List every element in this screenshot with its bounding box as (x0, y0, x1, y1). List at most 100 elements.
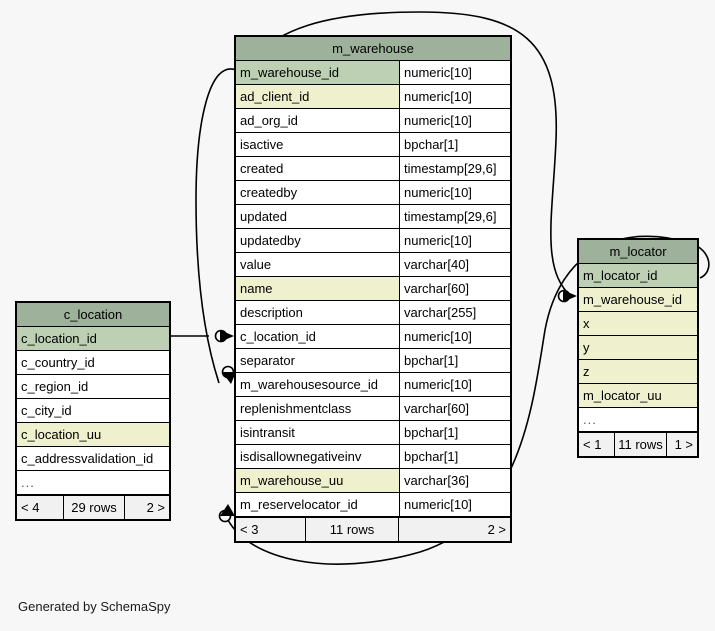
table-title-c_location: c_location (17, 303, 169, 327)
table-row[interactable]: c_location_uu (17, 423, 169, 447)
column-type: timestamp[29,6] (399, 157, 510, 180)
column-name: name (240, 281, 273, 296)
table-footer-m_locator: < 1 11 rows 1 > (579, 432, 697, 456)
column-type: varchar[36] (399, 469, 510, 492)
column-name: ad_client_id (240, 89, 310, 104)
column-name: updated (240, 209, 287, 224)
table-row-more[interactable]: ... (579, 408, 697, 432)
column-name: updatedby (240, 233, 301, 248)
table-c_location[interactable]: c_location c_location_id c_country_id c_… (15, 301, 171, 521)
table-row[interactable]: m_warehouse_id (579, 288, 697, 312)
cardinality-circle-locator-fk (557, 289, 571, 303)
table-row[interactable]: replenishmentclass varchar[60] (236, 397, 510, 421)
arrowhead-m_warehouse-reservelocator (220, 504, 235, 516)
column-type: varchar[60] (399, 397, 510, 420)
next-page-button[interactable]: 1 > (674, 437, 693, 452)
table-row[interactable]: c_city_id (17, 399, 169, 423)
table-row[interactable]: isactive bpchar[1] (236, 133, 510, 157)
table-row[interactable]: created timestamp[29,6] (236, 157, 510, 181)
row-count-label: 29 rows (64, 496, 125, 519)
table-row[interactable]: isintransit bpchar[1] (236, 421, 510, 445)
table-row[interactable]: createdby numeric[10] (236, 181, 510, 205)
table-row[interactable]: m_locator_uu (579, 384, 697, 408)
column-type: numeric[10] (399, 493, 510, 516)
column-name: m_warehousesource_id (240, 377, 379, 392)
table-row[interactable]: ad_org_id numeric[10] (236, 109, 510, 133)
column-name: m_reservelocator_id (240, 497, 358, 512)
table-row[interactable]: c_region_id (17, 375, 169, 399)
column-name: c_addressvalidation_id (21, 451, 154, 466)
column-type: numeric[10] (399, 181, 510, 204)
table-row[interactable]: m_warehouse_id numeric[10] (236, 61, 510, 85)
table-title-m_warehouse: m_warehouse (236, 37, 510, 61)
column-type: varchar[60] (399, 277, 510, 300)
column-type: numeric[10] (399, 373, 510, 396)
table-row[interactable]: description varchar[255] (236, 301, 510, 325)
table-row[interactable]: z (579, 360, 697, 384)
next-page-button[interactable]: 2 > (487, 522, 506, 537)
column-name: isactive (240, 137, 284, 152)
table-row[interactable]: ad_client_id numeric[10] (236, 85, 510, 109)
table-row[interactable]: m_reservelocator_id numeric[10] (236, 493, 510, 517)
table-row[interactable]: m_locator_id (579, 264, 697, 288)
arrowhead-m_warehouse-c_location_id (220, 330, 234, 342)
column-type: numeric[10] (399, 325, 510, 348)
edge-m_warehouse-self-source (195, 68, 237, 384)
table-m_locator[interactable]: m_locator m_locator_id m_warehouse_id x … (577, 238, 699, 458)
table-row[interactable]: c_country_id (17, 351, 169, 375)
table-row[interactable]: updatedby numeric[10] (236, 229, 510, 253)
column-name: c_location_uu (21, 427, 102, 442)
table-row[interactable]: x (579, 312, 697, 336)
table-m_warehouse[interactable]: m_warehouse m_warehouse_id numeric[10] a… (234, 35, 512, 543)
column-name: description (240, 305, 303, 320)
column-type: varchar[40] (399, 253, 510, 276)
column-name: m_warehouse_id (240, 65, 340, 80)
table-row[interactable]: m_warehouse_uu varchar[36] (236, 469, 510, 493)
column-type: timestamp[29,6] (399, 205, 510, 228)
column-type: numeric[10] (399, 109, 510, 132)
table-footer-c_location: < 4 29 rows 2 > (17, 495, 169, 519)
table-row[interactable]: separator bpchar[1] (236, 349, 510, 373)
column-name: c_location_id (240, 329, 316, 344)
column-name: value (240, 257, 272, 272)
table-row[interactable]: c_location_id (17, 327, 169, 351)
row-count-label: 11 rows (615, 433, 667, 456)
prev-page-button[interactable]: < 1 (579, 433, 615, 456)
column-name: isintransit (240, 425, 295, 440)
next-page-button[interactable]: 2 > (146, 500, 165, 515)
column-name: m_locator_id (583, 268, 658, 283)
column-type: bpchar[1] (399, 421, 510, 444)
table-row[interactable]: m_warehousesource_id numeric[10] (236, 373, 510, 397)
cardinality-circle-warehouse-source (221, 365, 235, 379)
column-name: m_locator_uu (583, 388, 662, 403)
column-name: replenishmentclass (240, 401, 352, 416)
generated-by-label: Generated by SchemaSpy (18, 599, 171, 614)
table-row[interactable]: isdisallownegativeinv bpchar[1] (236, 445, 510, 469)
column-name: ... (583, 412, 597, 427)
table-title-m_locator: m_locator (579, 240, 697, 264)
column-type: numeric[10] (399, 85, 510, 108)
table-row-more[interactable]: ... (17, 471, 169, 495)
column-type: varchar[255] (399, 301, 510, 324)
column-name: m_warehouse_uu (240, 473, 344, 488)
column-name: ... (21, 475, 35, 490)
column-name: m_warehouse_id (583, 292, 683, 307)
table-row[interactable]: y (579, 336, 697, 360)
cardinality-circle-reservelocator (218, 509, 232, 523)
column-type: numeric[10] (399, 229, 510, 252)
table-row[interactable]: c_location_id numeric[10] (236, 325, 510, 349)
table-row[interactable]: name varchar[60] (236, 277, 510, 301)
column-name: x (583, 316, 590, 331)
prev-page-button[interactable]: < 3 (236, 518, 306, 541)
table-row[interactable]: value varchar[40] (236, 253, 510, 277)
table-row[interactable]: updated timestamp[29,6] (236, 205, 510, 229)
row-count-label: 11 rows (306, 518, 399, 541)
column-name: isdisallownegativeinv (240, 449, 362, 464)
prev-page-button[interactable]: < 4 (17, 496, 64, 519)
column-type: bpchar[1] (399, 133, 510, 156)
column-name: c_region_id (21, 379, 89, 394)
table-row[interactable]: c_addressvalidation_id (17, 447, 169, 471)
column-type: numeric[10] (399, 61, 510, 84)
column-name: createdby (240, 185, 298, 200)
